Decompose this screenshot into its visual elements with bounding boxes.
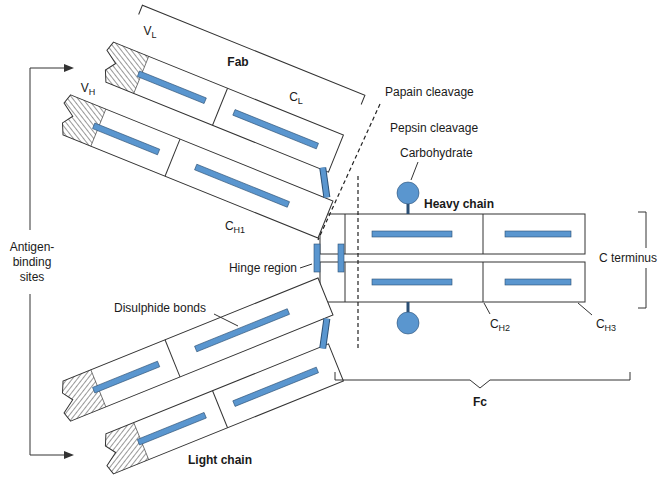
pepsin-line — [357, 176, 358, 348]
lower-arm — [53, 278, 358, 482]
domain-label: CH2 — [490, 317, 510, 332]
region-label: Fab — [227, 55, 248, 70]
domain-label: CL — [289, 90, 303, 105]
arrowhead — [64, 451, 74, 459]
region-label: Fc — [473, 395, 487, 410]
domain-label: CH1 — [225, 219, 245, 234]
fab-bracket — [139, 5, 365, 104]
fc-stem — [320, 182, 585, 334]
papain-line — [318, 104, 380, 240]
upper-arm — [53, 34, 358, 238]
part-label: Antigen- binding sites — [3, 240, 61, 285]
part-label: C terminus — [599, 251, 657, 266]
hinge-bond — [314, 244, 320, 272]
cleavage-label: Pepsin cleavage — [390, 121, 478, 136]
domain-label: VH — [81, 81, 96, 96]
domain-label: VL — [143, 24, 156, 39]
chain-label: Heavy chain — [424, 197, 494, 212]
chain-label: Light chain — [188, 453, 252, 468]
arrowhead — [64, 64, 74, 72]
cleavage-label: Papain cleavage — [385, 85, 474, 100]
leader-lines — [214, 162, 592, 326]
fc-bracket — [335, 372, 630, 388]
part-label: Disulphide bonds — [114, 301, 206, 316]
part-label: Hinge region — [229, 261, 297, 276]
part-label: Carbohydrate — [400, 146, 473, 161]
domain-label: CH3 — [596, 317, 616, 332]
hinge-bond — [338, 244, 344, 272]
